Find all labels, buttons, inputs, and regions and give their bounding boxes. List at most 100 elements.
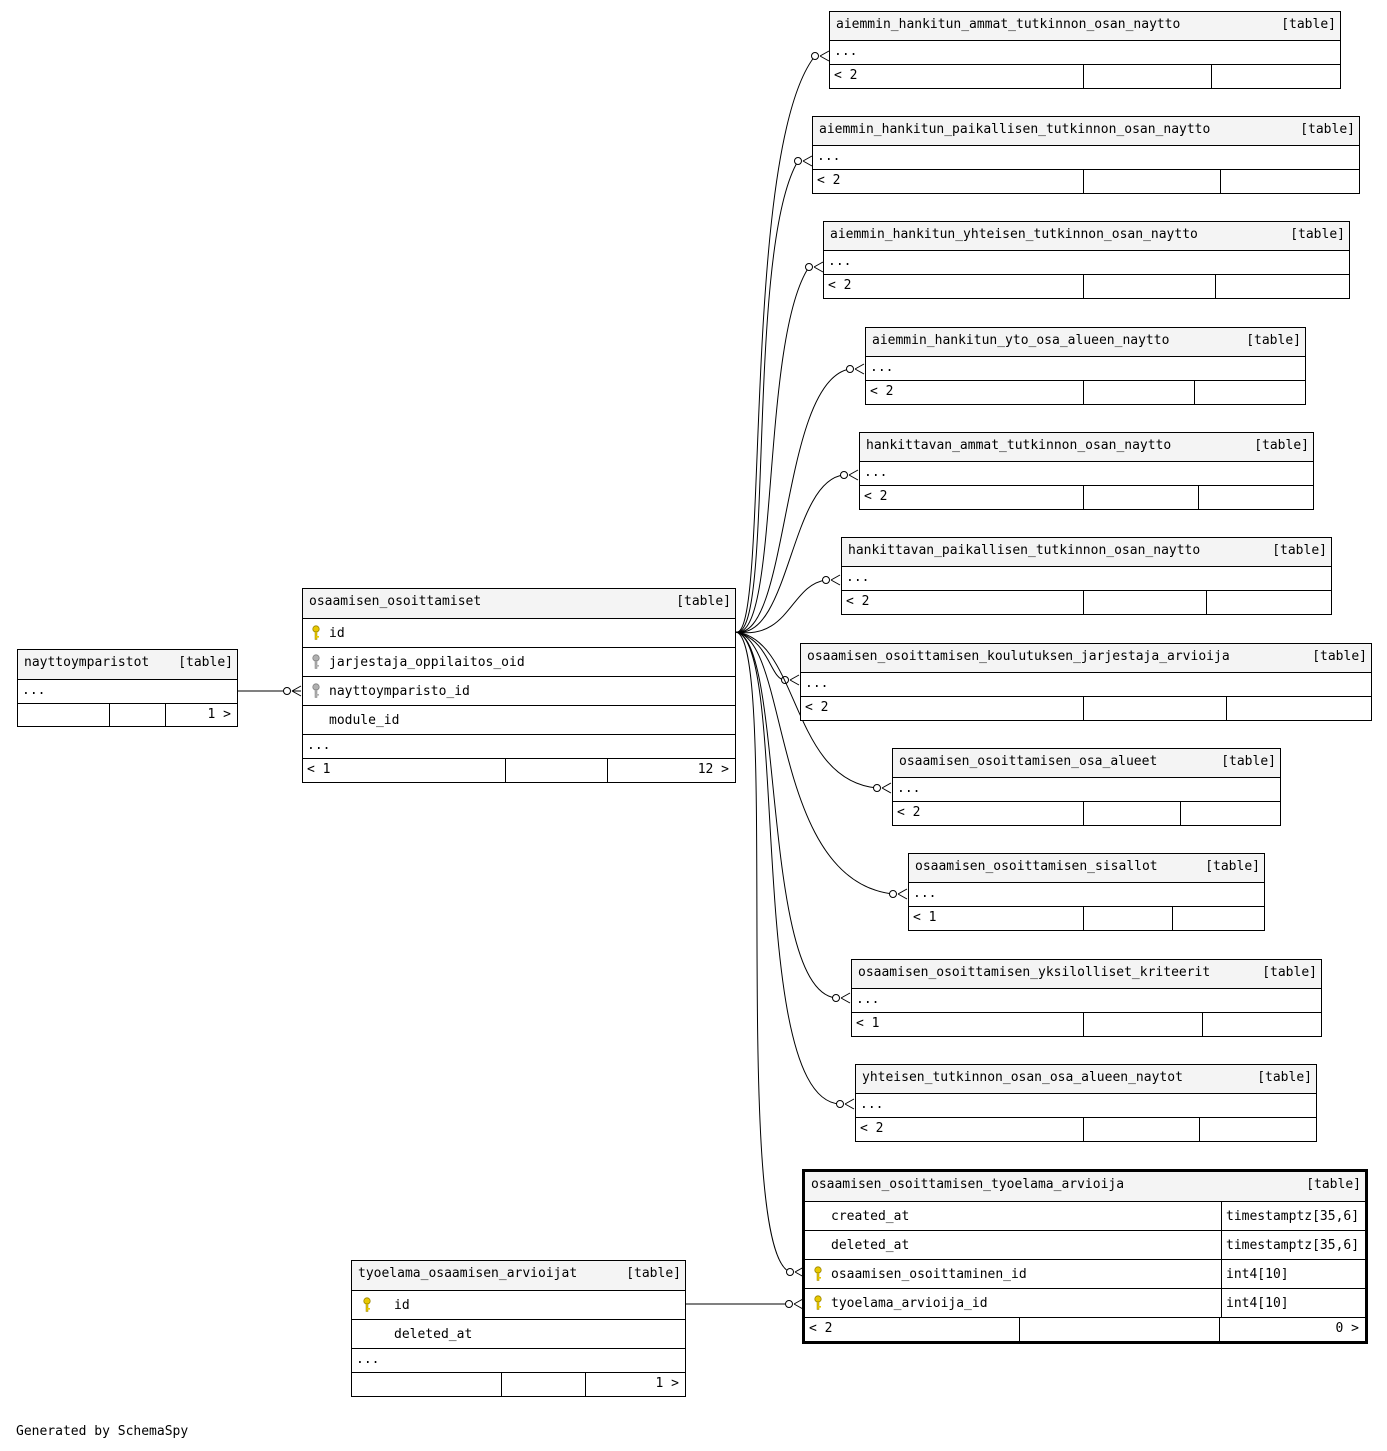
edge-child-8 — [735, 631, 878, 789]
table-osaamisen-osoittamisen-yksilolliset-kriteerit[interactable]: osaamisen_osoittamisen_yksilolliset_krit… — [851, 959, 1322, 1037]
column-row: jarjestaja_oppilaitos_oid — [303, 648, 735, 677]
parents-count[interactable]: < 1 — [307, 762, 331, 777]
edge-child-10 — [735, 631, 837, 999]
table-ellipsis: ... — [303, 735, 735, 759]
parents-count[interactable]: < 2 — [809, 1321, 833, 1336]
column-name: nayttoymparisto_id — [329, 683, 470, 699]
parents-count[interactable]: < 2 — [860, 1121, 884, 1136]
table-ellipsis: ... — [813, 146, 1359, 170]
table-ellipsis: ... — [352, 1349, 685, 1373]
children-count[interactable]: 1 > — [207, 707, 231, 722]
table-type-tag: [table] — [1290, 227, 1345, 242]
table-hankittavan-paikallisen-tutkinnon-osan-naytto[interactable]: hankittavan_paikallisen_tutkinnon_osan_n… — [841, 537, 1332, 615]
column-name: tyoelama_arvioija_id — [831, 1295, 988, 1311]
parents-count[interactable]: < 1 — [856, 1016, 880, 1031]
table-name: aiemmin_hankitun_ammat_tutkinnon_osan_na… — [836, 17, 1181, 32]
table-footer: < 2 — [801, 697, 1371, 720]
table-type-tag: [table] — [1272, 543, 1327, 558]
table-header: osaamisen_osoittamisen_koulutuksen_jarje… — [801, 644, 1371, 673]
table-footer: < 1 — [909, 907, 1264, 930]
column-name: id — [394, 1297, 410, 1313]
table-hankittavan-ammat-tutkinnon-osan-naytto[interactable]: hankittavan_ammat_tutkinnon_osan_naytto[… — [859, 432, 1314, 510]
table-footer: < 2 — [842, 591, 1331, 614]
column-row: tyoelama_arvioija_id int4[10] — [805, 1289, 1365, 1318]
column-row: id — [303, 619, 735, 648]
parents-count[interactable]: < 2 — [897, 805, 921, 820]
parents-count[interactable]: < 2 — [864, 489, 888, 504]
column-type: int4[10] — [1221, 1260, 1365, 1288]
children-count[interactable]: 0 > — [1335, 1321, 1359, 1336]
table-ellipsis: ... — [801, 673, 1371, 697]
table-name: hankittavan_ammat_tutkinnon_osan_naytto — [866, 438, 1172, 453]
parents-count[interactable]: < 2 — [846, 594, 870, 609]
table-tyoelama-osaamisen-arvioijat[interactable]: tyoelama_osaamisen_arvioijat [table] id … — [351, 1260, 686, 1397]
table-aiemmin-hankitun-yhteisen-tutkinnon-osan-naytto[interactable]: aiemmin_hankitun_yhteisen_tutkinnon_osan… — [823, 221, 1350, 299]
table-footer: < 2 — [866, 381, 1305, 404]
table-name: osaamisen_osoittamisen_sisallot — [915, 859, 1158, 874]
table-osaamisen-osoittamisen-tyoelama-arvioija[interactable]: osaamisen_osoittamisen_tyoelama_arvioija… — [802, 1169, 1368, 1344]
edge-child-1 — [735, 55, 816, 633]
table-header: hankittavan_paikallisen_tutkinnon_osan_n… — [842, 538, 1331, 567]
table-ellipsis: ... — [18, 680, 237, 704]
primary-key-icon — [303, 625, 329, 641]
table-aiemmin-hankitun-yto-osa-alueen-naytto[interactable]: aiemmin_hankitun_yto_osa_alueen_naytto[t… — [865, 327, 1306, 405]
table-ellipsis: ... — [909, 883, 1264, 907]
table-osaamisen-osoittamisen-koulutuksen-jarjestaja-arvioija[interactable]: osaamisen_osoittamisen_koulutuksen_jarje… — [800, 643, 1372, 721]
column-name: id — [329, 625, 345, 641]
table-aiemmin-hankitun-paikallisen-tutkinnon-osan-naytto[interactable]: aiemmin_hankitun_paikallisen_tutkinnon_o… — [812, 116, 1360, 194]
table-type-tag: [table] — [1257, 1070, 1312, 1085]
table-footer: < 2 — [893, 802, 1280, 825]
generated-by-footer: Generated by SchemaSpy — [16, 1424, 189, 1439]
column-type: timestamptz[35,6] — [1221, 1231, 1365, 1259]
table-name: osaamisen_osoittamisen_yksilolliset_krit… — [858, 965, 1211, 980]
table-osaamisen-osoittamisen-sisallot[interactable]: osaamisen_osoittamisen_sisallot[table]..… — [908, 853, 1265, 931]
table-header: yhteisen_tutkinnon_osan_osa_alueen_nayto… — [856, 1065, 1316, 1094]
table-type-tag: [table] — [676, 594, 731, 609]
table-type-tag: [table] — [1262, 965, 1317, 980]
table-aiemmin-hankitun-ammat-tutkinnon-osan-naytto[interactable]: aiemmin_hankitun_ammat_tutkinnon_osan_na… — [829, 11, 1341, 89]
table-type-tag: [table] — [178, 655, 233, 670]
column-name: jarjestaja_oppilaitos_oid — [329, 654, 525, 670]
table-header: osaamisen_osoittamisen_yksilolliset_krit… — [852, 960, 1321, 989]
column-name: module_id — [329, 712, 400, 728]
parents-count[interactable]: < 1 — [913, 910, 937, 925]
table-header: nayttoymparistot [table] — [18, 650, 237, 680]
table-ellipsis: ... — [852, 989, 1321, 1013]
table-footer: < 1 12 > — [303, 759, 735, 782]
table-header: aiemmin_hankitun_yto_osa_alueen_naytto[t… — [866, 328, 1305, 357]
table-header: hankittavan_ammat_tutkinnon_osan_naytto[… — [860, 433, 1313, 462]
table-ellipsis: ... — [830, 41, 1340, 65]
column-name: osaamisen_osoittaminen_id — [831, 1266, 1027, 1282]
parents-count[interactable]: < 2 — [817, 173, 841, 188]
parents-count[interactable]: < 2 — [870, 384, 894, 399]
edge-child-3 — [735, 266, 810, 633]
column-name: deleted_at — [394, 1326, 473, 1342]
table-footer: < 2 — [824, 275, 1349, 298]
children-count[interactable]: 12 > — [697, 762, 729, 777]
table-ellipsis: ... — [893, 778, 1280, 802]
parents-count[interactable]: < 2 — [828, 278, 852, 293]
table-yhteisen-tutkinnon-osan-osa-alueen-naytot[interactable]: yhteisen_tutkinnon_osan_osa_alueen_nayto… — [855, 1064, 1317, 1142]
table-name: osaamisen_osoittamisen_osa_alueet — [899, 754, 1158, 769]
table-footer: 1 > — [352, 1373, 685, 1396]
column-name: deleted_at — [831, 1237, 910, 1253]
children-count[interactable]: 1 > — [655, 1376, 679, 1391]
table-name: hankittavan_paikallisen_tutkinnon_osan_n… — [848, 543, 1201, 558]
table-type-tag: [table] — [626, 1266, 681, 1281]
table-name: yhteisen_tutkinnon_osan_osa_alueen_nayto… — [862, 1070, 1183, 1085]
table-name: tyoelama_osaamisen_arvioijat — [358, 1266, 578, 1281]
table-name: osaamisen_osoittamiset — [309, 594, 482, 609]
edge-child-2 — [735, 160, 799, 633]
table-ellipsis: ... — [824, 251, 1349, 275]
column-type: int4[10] — [1221, 1289, 1365, 1317]
parents-count[interactable]: < 2 — [834, 68, 858, 83]
table-osaamisen-osoittamisen-osa-alueet[interactable]: osaamisen_osoittamisen_osa_alueet [table]… — [892, 748, 1281, 826]
parents-count[interactable]: < 2 — [805, 700, 829, 715]
table-osaamisen-osoittamiset[interactable]: osaamisen_osoittamiset [table] id jarjes… — [302, 588, 736, 783]
table-header: aiemmin_hankitun_paikallisen_tutkinnon_o… — [813, 117, 1359, 146]
table-type-tag: [table] — [1281, 17, 1336, 32]
table-type-tag: [table] — [1300, 122, 1355, 137]
table-type-tag: [table] — [1221, 754, 1276, 769]
foreign-key-icon — [303, 654, 329, 670]
table-nayttoymparistot[interactable]: nayttoymparistot [table] ... 1 > — [17, 649, 238, 727]
